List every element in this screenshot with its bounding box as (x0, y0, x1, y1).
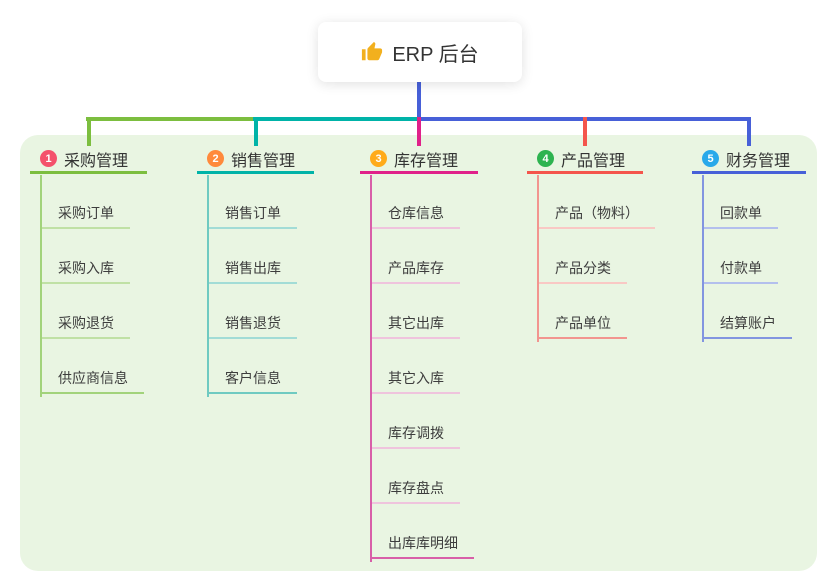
root-connector-stub (417, 82, 421, 121)
child-label: 采购订单 (40, 205, 130, 229)
bus-segment-left (86, 117, 255, 121)
branch-node-3[interactable]: 3 库存管理 (360, 146, 478, 174)
branch-badge: 4 (537, 150, 554, 167)
child-label: 出库库明细 (370, 535, 474, 559)
child-label: 产品库存 (370, 260, 460, 284)
child-node[interactable]: 销售出库 (207, 229, 314, 284)
branch-label: 销售管理 (231, 152, 296, 170)
child-connector-spine (207, 175, 209, 397)
child-node[interactable]: 产品库存 (370, 229, 478, 284)
branch-column-3: 3 库存管理仓库信息产品库存其它出库其它入库库存调拨库存盘点出库库明细 (360, 146, 478, 562)
branch-drop-connector (417, 117, 421, 146)
child-node[interactable]: 产品分类 (537, 229, 643, 284)
branches-panel (20, 135, 817, 571)
child-label: 销售出库 (207, 260, 297, 284)
child-node[interactable]: 其它出库 (370, 284, 478, 339)
child-label: 采购退货 (40, 315, 130, 339)
child-label: 其它入库 (370, 370, 460, 394)
branch-label: 采购管理 (64, 152, 129, 170)
branch-column-1: 1 采购管理采购订单采购入库采购退货供应商信息 (30, 146, 147, 397)
branch-badge: 2 (207, 150, 224, 167)
child-connector-spine (702, 175, 704, 342)
child-label: 库存调拨 (370, 425, 460, 449)
child-node[interactable]: 结算账户 (702, 284, 806, 339)
child-node[interactable]: 销售退货 (207, 284, 314, 339)
child-label: 产品单位 (537, 315, 627, 339)
child-node[interactable]: 库存调拨 (370, 394, 478, 449)
branch-badge: 5 (702, 150, 719, 167)
branch-node-1[interactable]: 1 采购管理 (30, 146, 147, 174)
root-node[interactable]: ERP 后台 (318, 22, 522, 82)
branch-node-4[interactable]: 4 产品管理 (527, 146, 643, 174)
child-node[interactable]: 产品（物料） (537, 174, 655, 229)
child-node[interactable]: 产品单位 (537, 284, 643, 339)
child-label: 付款单 (702, 260, 778, 284)
branch-label: 产品管理 (561, 152, 626, 170)
child-label: 供应商信息 (40, 370, 144, 394)
child-node[interactable]: 供应商信息 (40, 339, 147, 394)
child-connector-spine (537, 175, 539, 342)
branch-drop-connector (87, 117, 91, 146)
child-node[interactable]: 采购退货 (40, 284, 147, 339)
child-node[interactable]: 仓库信息 (370, 174, 478, 229)
branch-column-4: 4 产品管理产品（物料） 产品分类产品单位 (527, 146, 655, 342)
bus-segment-mid (253, 117, 419, 121)
child-label: 库存盘点 (370, 480, 460, 504)
child-connector-spine (370, 175, 372, 562)
child-node[interactable]: 出库库明细 (370, 504, 478, 559)
branch-drop-connector (254, 117, 258, 146)
child-label: 销售退货 (207, 315, 297, 339)
child-node[interactable]: 回款单 (702, 174, 806, 229)
branch-column-5: 5 财务管理回款单付款单结算账户 (692, 146, 806, 342)
child-label: 结算账户 (702, 315, 792, 339)
child-label: 仓库信息 (370, 205, 460, 229)
branch-drop-connector (747, 117, 751, 146)
child-label: 产品（物料） (537, 205, 655, 229)
child-label: 采购入库 (40, 260, 130, 284)
child-node[interactable]: 其它入库 (370, 339, 478, 394)
branch-badge: 3 (370, 150, 387, 167)
child-node[interactable]: 销售订单 (207, 174, 314, 229)
thumbs-up-icon (362, 41, 383, 61)
branch-node-2[interactable]: 2 销售管理 (197, 146, 314, 174)
child-node[interactable]: 库存盘点 (370, 449, 478, 504)
child-node[interactable]: 付款单 (702, 229, 806, 284)
child-node[interactable]: 采购入库 (40, 229, 147, 284)
branch-label: 库存管理 (394, 152, 459, 170)
root-title: ERP 后台 (392, 43, 479, 66)
child-label: 其它出库 (370, 315, 460, 339)
branch-column-2: 2 销售管理销售订单销售出库销售退货客户信息 (197, 146, 314, 397)
branch-drop-connector (583, 117, 587, 146)
child-label: 回款单 (702, 205, 778, 229)
branch-label: 财务管理 (726, 152, 791, 170)
child-label: 销售订单 (207, 205, 297, 229)
branch-badge: 1 (40, 150, 57, 167)
child-connector-spine (40, 175, 42, 397)
child-node[interactable]: 采购订单 (40, 174, 147, 229)
child-label: 客户信息 (207, 370, 297, 394)
child-label: 产品分类 (537, 260, 627, 284)
child-node[interactable]: 客户信息 (207, 339, 314, 394)
branch-node-5[interactable]: 5 财务管理 (692, 146, 806, 174)
